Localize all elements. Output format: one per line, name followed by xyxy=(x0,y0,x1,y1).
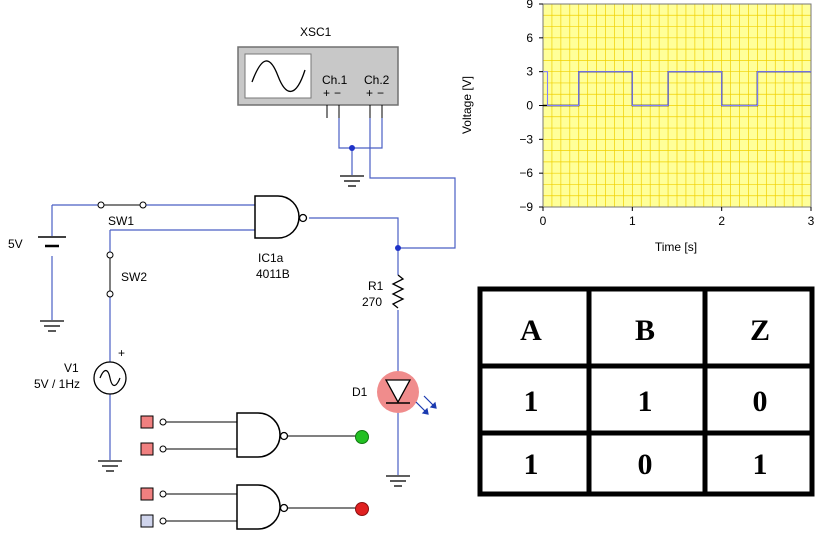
x-tick-label: 0 xyxy=(540,214,547,228)
switch-sw1[interactable]: SW1 xyxy=(97,201,147,228)
x-axis-label: Time [s] xyxy=(655,240,697,254)
sine-icon xyxy=(251,60,306,93)
oscilloscope-xsc1: XSC1 Ch.1 Ch.2 + − + − xyxy=(237,25,399,118)
input-a-switch[interactable] xyxy=(140,487,154,501)
oscilloscope-name: XSC1 xyxy=(300,25,332,39)
ground-icon xyxy=(340,175,364,187)
voltage-time-chart: 0 1 2 3 −9 −6 −3 0 3 6 9 Time [s] Voltage [V] xyxy=(460,0,815,254)
header-cell-a: A xyxy=(520,314,542,347)
input-terminal xyxy=(159,490,167,498)
led-d1: D1 xyxy=(352,371,437,415)
y-tick-label: −3 xyxy=(519,132,533,146)
led-name-label: D1 xyxy=(352,385,368,399)
truth-table: A B Z 1 1 0 1 0 1 xyxy=(477,286,815,497)
gate-label: IC1a xyxy=(258,251,284,265)
nand-output-bubble xyxy=(279,431,289,441)
input-b-switch[interactable] xyxy=(140,442,154,456)
resistor-zigzag xyxy=(391,274,405,309)
input-terminal xyxy=(159,445,167,453)
nand-gate-ic1a: IC1a 4011B xyxy=(254,195,308,281)
y-tick-label: 6 xyxy=(526,31,533,45)
battery-label: 5V xyxy=(8,237,23,251)
nand-gate-body xyxy=(254,195,300,239)
input-a-switch[interactable] xyxy=(140,415,154,429)
resistor-value-label: 270 xyxy=(362,295,382,309)
x-tick-label: 3 xyxy=(808,214,815,228)
scope-ground-junction xyxy=(349,145,355,151)
demo-gate-2 xyxy=(140,484,369,530)
series-line-2 xyxy=(543,71,811,107)
ch2-minus-label: − xyxy=(377,86,384,100)
chart-series xyxy=(543,70,811,107)
nand-output-bubble xyxy=(279,503,289,513)
nand-output-bubble xyxy=(298,213,308,223)
led-triangle xyxy=(384,379,412,404)
switch-sw2[interactable]: SW2 xyxy=(106,251,147,298)
output-led-off xyxy=(355,502,369,516)
ch1-plus-label: + xyxy=(323,86,330,100)
gate-output-wire xyxy=(309,217,399,275)
table-cell: 1 xyxy=(524,385,539,418)
channel-2-label: Ch.2 xyxy=(364,73,390,87)
resistor-name-label: R1 xyxy=(368,279,384,293)
truth-table-border xyxy=(477,286,815,497)
nand-gate-body xyxy=(236,412,281,458)
sw1-label: SW1 xyxy=(108,214,134,228)
header-cell-b: B xyxy=(635,314,655,347)
table-cell: 0 xyxy=(638,448,653,481)
sine-icon xyxy=(99,369,121,387)
y-tick-label: 0 xyxy=(526,99,533,113)
channel-1-label: Ch.1 xyxy=(322,73,348,87)
y-tick-label: 3 xyxy=(526,65,533,79)
ground-icon xyxy=(98,460,122,472)
y-tick-label: −6 xyxy=(519,166,533,180)
table-cell: 1 xyxy=(638,385,653,418)
ac-source-v1: + V1 5V / 1Hz xyxy=(34,346,127,395)
sw2-contact xyxy=(106,251,114,259)
ground-symbols xyxy=(40,175,410,487)
scope-ch2-wire xyxy=(369,118,456,249)
ch2-plus-label: + xyxy=(366,86,373,100)
light-emission-icon xyxy=(415,395,437,415)
ground-icon xyxy=(386,475,410,487)
output-junction xyxy=(395,245,401,251)
nand-gate-body xyxy=(236,484,281,530)
gate-part-label: 4011B xyxy=(256,267,290,281)
y-tick-label: −9 xyxy=(519,200,533,214)
ch1-minus-label: − xyxy=(334,86,341,100)
ground-icon xyxy=(40,320,64,332)
chart-grid xyxy=(542,3,812,208)
x-tick-label: 1 xyxy=(629,214,636,228)
source-name-label: V1 xyxy=(64,361,79,375)
input-terminal xyxy=(159,517,167,525)
source-plus-label: + xyxy=(118,346,125,360)
y-tick-label: 9 xyxy=(526,0,533,11)
source-value-label: 5V / 1Hz xyxy=(34,377,80,391)
wires xyxy=(51,118,456,475)
resistor-r1: R1 270 xyxy=(362,274,405,309)
table-cell: 0 xyxy=(753,385,768,418)
table-cell: 1 xyxy=(524,448,539,481)
demo-gate-1 xyxy=(140,412,369,458)
input-b-switch[interactable] xyxy=(140,514,154,528)
chart-ticks: 0 1 2 3 −9 −6 −3 0 3 6 9 xyxy=(519,0,814,228)
sw2-contact xyxy=(106,290,114,298)
input-terminal xyxy=(159,418,167,426)
header-cell-z: Z xyxy=(750,314,770,347)
sw2-label: SW2 xyxy=(121,270,147,284)
x-tick-label: 2 xyxy=(718,214,725,228)
table-cell: 1 xyxy=(753,448,768,481)
y-axis-label: Voltage [V] xyxy=(460,76,474,134)
output-led-on xyxy=(355,430,369,444)
scope-ground-wire xyxy=(338,118,383,149)
sw1-contact xyxy=(139,201,147,209)
battery-5v: 5V xyxy=(8,236,66,251)
sw1-contact xyxy=(97,201,105,209)
